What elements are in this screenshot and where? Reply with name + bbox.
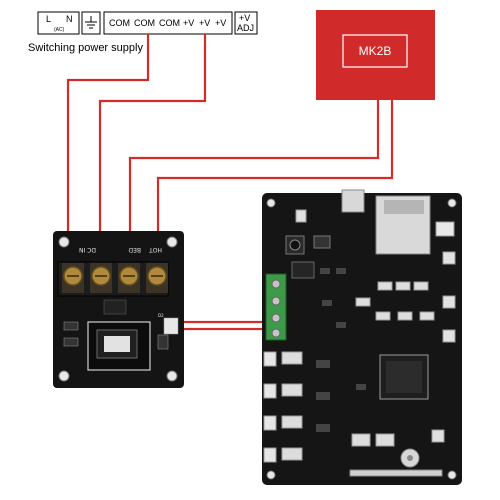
smd-component — [336, 268, 346, 274]
terminal-v-1-label: +V — [183, 18, 194, 28]
ground-icon — [85, 16, 97, 29]
mounting-hole — [166, 236, 178, 248]
mounting-hole — [166, 370, 178, 382]
controller-board — [262, 189, 462, 485]
sd-card — [384, 200, 424, 214]
heated-bed: MK2B — [316, 10, 435, 100]
silk-hot: HOT — [149, 246, 162, 253]
wire-v-to-dc-in — [98, 34, 207, 268]
terminal-adj-box — [234, 11, 258, 35]
smd-component — [322, 300, 332, 306]
smd-component — [336, 322, 346, 328]
led — [157, 334, 169, 350]
terminal-com-3-label: COM — [159, 18, 180, 28]
silk-d2: D2 — [158, 313, 164, 318]
header — [263, 351, 277, 367]
connector — [435, 221, 455, 237]
silk-dc-in: DC IN — [79, 246, 96, 253]
header — [263, 415, 277, 431]
endstop-header — [413, 281, 429, 291]
smd-component — [316, 424, 330, 432]
power-supply-caption: Switching power supply — [28, 42, 143, 54]
mounting-hole — [58, 370, 70, 382]
wire-com-to-dc-in — [66, 34, 150, 268]
wires — [66, 34, 394, 331]
usb-connector — [341, 189, 365, 213]
smd-component — [316, 392, 330, 400]
mosfet-module: DC IN BED HOT D2 — [53, 231, 184, 388]
motor-connector — [281, 447, 303, 461]
exp-header — [349, 469, 443, 477]
inductor-core — [289, 239, 301, 251]
connector — [442, 295, 456, 309]
terminal-output-box — [103, 11, 233, 35]
endstop-header — [375, 311, 391, 321]
terminal-screw — [271, 313, 281, 323]
mosfet-tab — [104, 336, 130, 352]
terminal-ac-note: (AC) — [54, 27, 65, 33]
header — [263, 383, 277, 399]
mcu-chip-top — [386, 361, 422, 393]
terminal-com-1-label: COM — [109, 18, 130, 28]
endstop-header — [395, 281, 411, 291]
heated-bed-label: MK2B — [359, 44, 392, 58]
terminal-l-label: L — [46, 14, 51, 24]
buzzer-center — [407, 455, 413, 461]
regulator — [313, 235, 331, 249]
header — [263, 447, 277, 463]
mounting-hole — [266, 198, 276, 208]
screw-terminal — [90, 263, 112, 293]
signal-connector — [163, 317, 179, 335]
power-input-terminal — [265, 273, 287, 341]
connector — [442, 251, 456, 265]
terminal-adj-label: ADJ — [237, 23, 254, 33]
terminal-v-3-label: +V — [215, 18, 226, 28]
mosfet-chip — [96, 329, 138, 359]
connector — [375, 433, 395, 447]
endstop-header — [355, 297, 371, 307]
terminal-n-label: N — [66, 14, 73, 24]
mounting-hole — [266, 470, 276, 480]
screw-terminal — [146, 263, 168, 293]
terminal-ground-box — [81, 11, 101, 35]
mounting-hole — [447, 470, 457, 480]
regulator — [291, 261, 315, 279]
terminal-com-2-label: COM — [134, 18, 155, 28]
heated-bed-panel — [316, 10, 435, 100]
terminal-screw — [271, 279, 281, 289]
heated-bed-label-box — [342, 34, 408, 68]
terminal-ln-box — [37, 11, 80, 35]
connector — [431, 429, 445, 443]
smd-component — [320, 268, 330, 274]
resistor — [63, 321, 79, 331]
mounting-hole — [58, 236, 70, 248]
smd-component — [356, 384, 366, 390]
wire-bed-to-mosfet-2 — [156, 100, 394, 268]
mounting-hole — [447, 198, 457, 208]
terminal-screw — [271, 328, 281, 338]
connector — [442, 329, 456, 343]
connector — [295, 209, 307, 223]
smd-component — [316, 360, 330, 368]
terminal-v-2-label: +V — [199, 18, 210, 28]
motor-connector — [281, 415, 303, 429]
power-supply: L N (AC) COM COM COM +V +V +V +V ADJ Swi… — [28, 11, 258, 54]
motor-connector — [281, 351, 303, 365]
silk-bed: BED — [128, 246, 141, 253]
motor-connector — [281, 383, 303, 397]
diode — [103, 299, 127, 315]
terminal-v-adj-label: +V — [239, 13, 250, 23]
endstop-header — [377, 281, 393, 291]
screw-terminal — [118, 263, 140, 293]
resistor — [63, 337, 79, 347]
wire-bed-to-mosfet-1 — [128, 100, 380, 268]
screw-terminal — [62, 263, 84, 293]
screw-terminals — [62, 263, 168, 293]
endstop-header — [397, 311, 413, 321]
terminal-screw — [271, 296, 281, 306]
endstop-header — [419, 311, 435, 321]
connector — [351, 433, 371, 447]
